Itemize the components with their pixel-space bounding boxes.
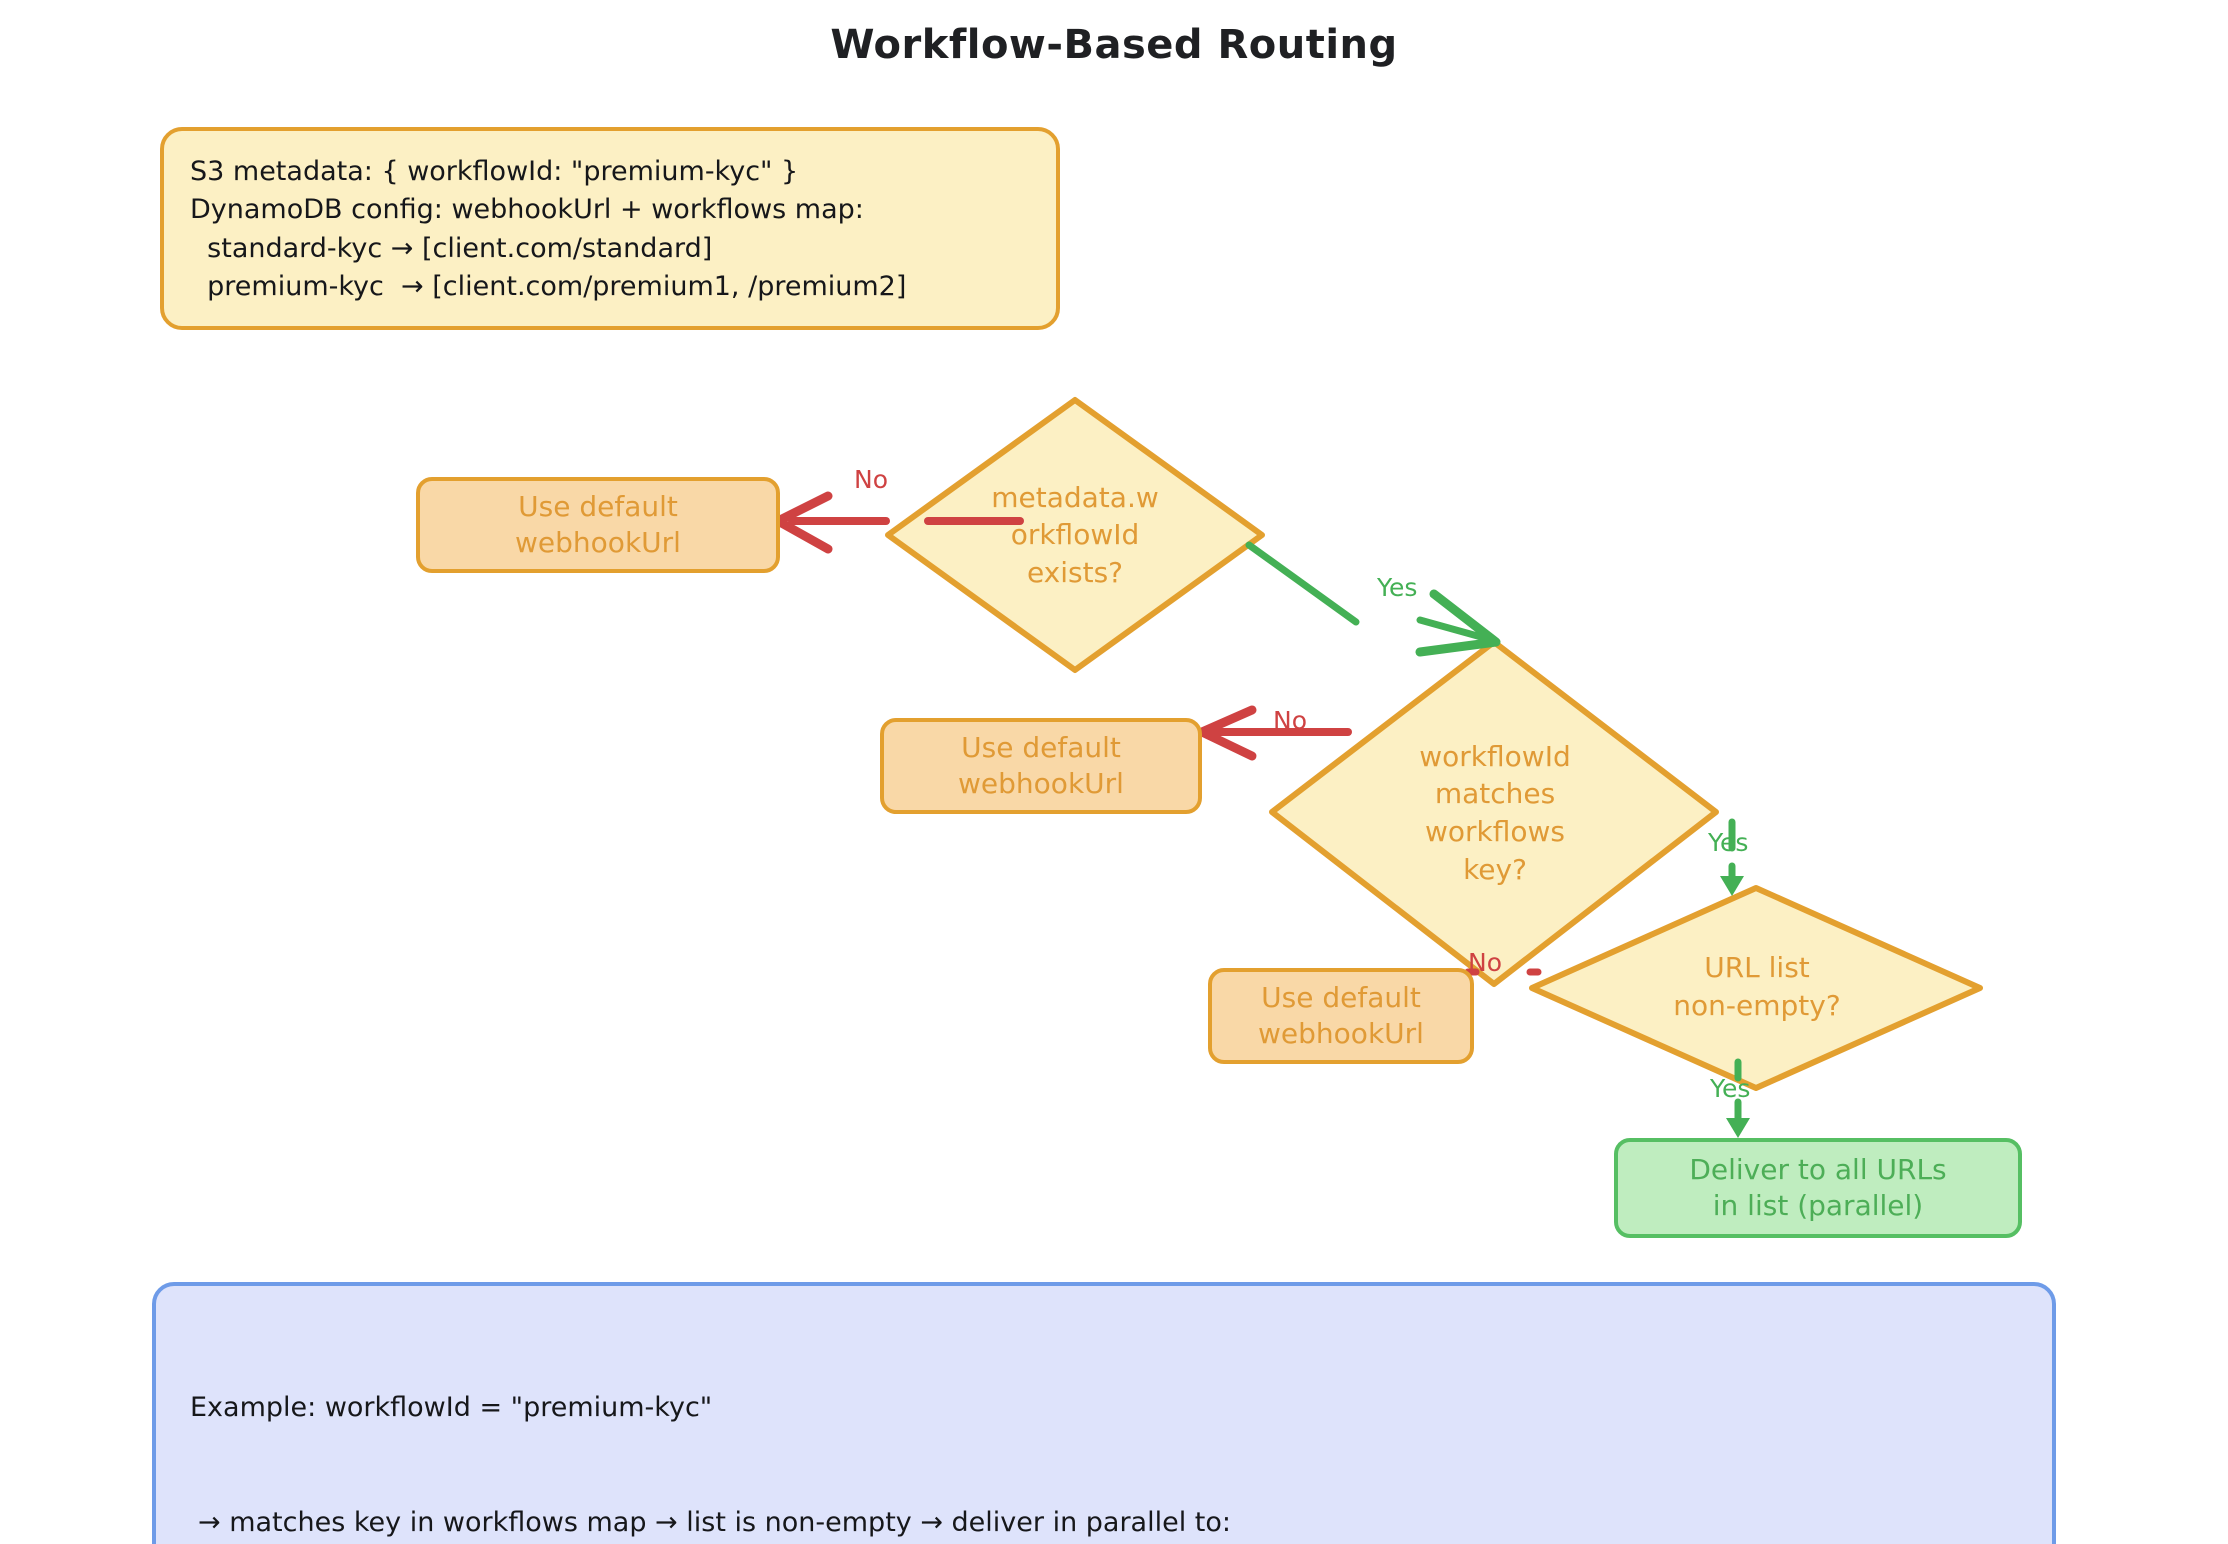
edge-yes-2-arrowhead: [1720, 876, 1744, 896]
edge-yes-1-arrowhead: [1415, 589, 1501, 657]
edge-label-no-2: No: [1273, 706, 1307, 735]
edge-label-yes-2: Yes: [1708, 828, 1749, 857]
edge-label-no-3: No: [1468, 948, 1502, 977]
use-default-1-line-2: webhookUrl: [515, 526, 681, 559]
note-top-line-2: DynamoDB config: webhookUrl + workflows …: [190, 194, 864, 226]
page-title: Workflow-Based Routing: [830, 22, 1398, 68]
edge-no-2-arrowhead: [1197, 705, 1257, 761]
use-default-2-line-1: Use default: [961, 730, 1121, 764]
use-default-1-line-1: Use default: [518, 489, 678, 523]
node-use-default-webhookurl-1: Use default webhookUrl: [416, 477, 780, 573]
use-default-3-line-2: webhookUrl: [1258, 1017, 1424, 1050]
use-default-2-line-2: webhookUrl: [958, 767, 1124, 800]
decision-3-diamond: [1529, 885, 1983, 1091]
note-top-line-4: premium-kyc → [client.com/premium1, /pre…: [190, 270, 907, 302]
decision-1-diamond: [885, 397, 1265, 673]
edge-yes-1-line: [1245, 541, 1360, 626]
node-use-default-webhookurl-3: Use default webhookUrl: [1208, 968, 1474, 1064]
deliver-line-2: in list (parallel): [1712, 1189, 1924, 1222]
edge-yes-1-line-2: [1416, 616, 1496, 644]
edge-label-no-1: No: [854, 465, 888, 494]
note-s3-dynamodb-config: S3 metadata: { workflowId: "premium-kyc"…: [160, 127, 1060, 331]
note-top-line-3: standard-kyc → [client.com/standard]: [190, 232, 713, 264]
decision-2-diamond: [1269, 639, 1719, 987]
deliver-line-1: Deliver to all URLs: [1689, 1152, 1947, 1186]
note-top-line-1: S3 metadata: { workflowId: "premium-kyc"…: [190, 156, 799, 187]
edge-label-yes-1: Yes: [1377, 573, 1418, 602]
note-example-routing: Example: workflowId = "premium-kyc" → ma…: [152, 1282, 2056, 1544]
edge-yes-3-arrowhead: [1726, 1118, 1750, 1138]
node-deliver-to-all-urls: Deliver to all URLs in list (parallel): [1614, 1138, 2022, 1238]
note-bottom-line-2: → matches key in workflows map → list is…: [198, 1506, 1232, 1538]
use-default-3-line-1: Use default: [1261, 980, 1421, 1014]
note-bottom-line-1: Example: workflowId = "premium-kyc": [190, 1391, 713, 1423]
edge-label-yes-3: Yes: [1710, 1074, 1751, 1103]
node-use-default-webhookurl-2: Use default webhookUrl: [880, 718, 1202, 814]
